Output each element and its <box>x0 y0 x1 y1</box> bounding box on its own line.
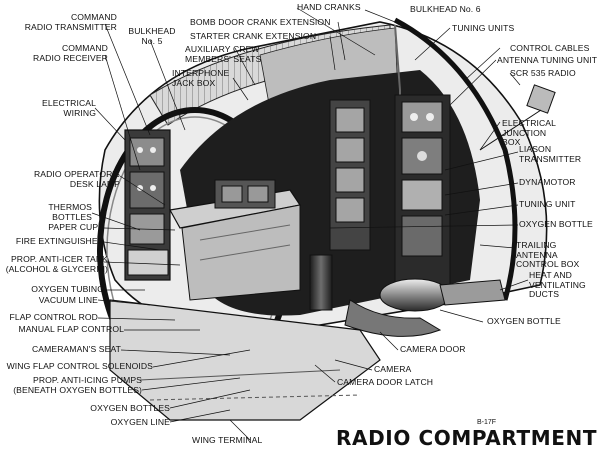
label-command-radio-transmitter: COMMAND RADIO TRANSMITTER <box>24 12 117 32</box>
label-antenna-tuning-unit: ANTENNA TUNING UNIT <box>497 55 598 65</box>
lower-equipment <box>309 254 506 337</box>
label-bomb-door-crank-extension: BOMB DOOR CRANK EXTENSION <box>190 17 331 27</box>
label-oxygen-bottle-lower: OXYGEN BOTTLE <box>487 316 561 326</box>
label-command-radio-receiver: COMMAND RADIO RECEIVER <box>33 43 108 63</box>
label-oxygen-line: OXYGEN LINE <box>110 417 170 427</box>
label-interphone-jack-box: INTERPHONE JACK BOX <box>172 68 230 88</box>
label-camera-door-latch: CAMERA DOOR LATCH <box>337 377 434 387</box>
radio-operator-desk <box>169 179 302 301</box>
label-heat-ventilating-ducts: HEAT AND VENTILATING DUCTS <box>529 270 586 300</box>
label-trailing-antenna-control-box: TRAILING ANTENNA CONTROL BOX <box>516 240 580 270</box>
electrical-junction-box <box>479 84 556 151</box>
label-electrical-wiring: ELECTRICAL WIRING <box>41 98 96 118</box>
label-camera-door: CAMERA DOOR <box>400 344 466 354</box>
label-prop-anticer-tank: PROP. ANTI-ICER TANK (ALCOHOL & GLYCERIN… <box>5 254 108 274</box>
label-paper-cups: PAPER CUPS <box>48 222 104 232</box>
label-vacuum-line: VACUUM LINE <box>38 295 98 305</box>
label-fire-extinguisher: FIRE EXTINGUISHER <box>15 236 104 246</box>
label-radio-operators-desk-lamp: RADIO OPERATOR'S DESK LAMP <box>33 169 120 189</box>
label-electrical-junction-box: ELECTRICAL JUNCTION BOX <box>502 118 556 148</box>
label-auxiliary-crew-seats: AUXILIARY CREW MEMBERS' SEATS <box>185 44 262 64</box>
label-cameramans-seat: CAMERAMAN'S SEAT <box>31 344 121 354</box>
label-oxygen-tubing: OXYGEN TUBING <box>31 284 104 294</box>
label-control-cables: CONTROL CABLES <box>510 43 590 53</box>
label-wing-flap-control-solenoids: WING FLAP CONTROL SOLENOIDS <box>6 361 153 371</box>
label-oxygen-bottle-upper: OXYGEN BOTTLE <box>519 219 593 229</box>
label-tuning-unit: TUNING UNIT <box>519 199 576 209</box>
label-hand-cranks: HAND CRANKS <box>297 2 361 12</box>
label-oxygen-bottles: OXYGEN BOTTLES <box>90 403 170 413</box>
label-starter-crank-extension: STARTER CRANK EXTENSION <box>190 31 317 41</box>
label-dynamotor: DYNAMOTOR <box>519 177 576 187</box>
command-radio-rack <box>124 129 171 281</box>
page-title: RADIO COMPARTMENT <box>336 426 598 450</box>
label-bulkhead-5: BULKHEAD No. 5 <box>128 26 176 46</box>
label-thermos-bottles: THERMOS BOTTLES <box>48 202 92 222</box>
leader-lines <box>91 7 529 441</box>
label-camera: CAMERA <box>374 364 412 374</box>
label-wing-terminal: WING TERMINAL <box>192 435 263 445</box>
label-liason-transmitter: LIASON TRANSMITTER <box>519 144 582 164</box>
aircraft-designation: B-17F <box>477 419 497 426</box>
label-tuning-units: TUNING UNITS <box>452 23 515 33</box>
label-scr-535-radio: SCR 535 RADIO <box>510 68 576 78</box>
label-prop-anti-icing-pumps: PROP. ANTI-ICING PUMPS (BENEATH OXYGEN B… <box>13 375 142 395</box>
liaison-transmitter-stack <box>329 94 451 286</box>
label-flap-control-rod: FLAP CONTROL ROD <box>9 312 98 322</box>
label-bulkhead-6: BULKHEAD No. 6 <box>410 4 481 14</box>
label-manual-flap-control: MANUAL FLAP CONTROL <box>18 324 124 334</box>
